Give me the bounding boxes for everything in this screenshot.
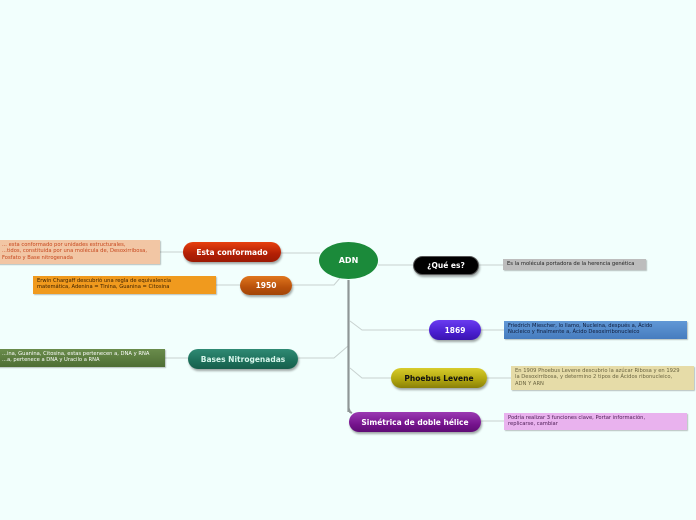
note-line: ... esta conformado por unidades estruct…: [2, 242, 126, 248]
note-phoebus-levene[interactable]: En 1909 Phoebus Levene descubrio la azúc…: [511, 366, 694, 390]
branch-que-es[interactable]: ¿Qué es?: [413, 256, 479, 275]
note-simetrica-doble-helice[interactable]: Podría realizar 3 funciones clave, Porta…: [504, 413, 687, 430]
branch-label: Phoebus Levene: [404, 373, 474, 383]
branch-1869[interactable]: 1869: [429, 320, 481, 340]
branch-esta-conformado[interactable]: Esta conformado: [183, 242, 281, 262]
note-bases-nitrogenadas[interactable]: ...ina, Guanina, Citosina, estas pertene…: [0, 349, 165, 367]
note-line: Es la molécula portadora de la herencia …: [507, 261, 635, 267]
note-line: matemática, Adenina = Tinina, Guanina = …: [37, 284, 170, 291]
branch-label: Bases Nitrogenadas: [200, 354, 286, 364]
note-line: ...a, pertenece a DNA y Uracilo a RNA: [2, 357, 100, 364]
branch-label: 1950: [255, 281, 277, 290]
branch-label: Simétrica de doble hélice: [361, 417, 469, 427]
note-line: Erwin Chargaff descubrió una regla de eq…: [37, 278, 172, 284]
branch-bases-nitrogenadas[interactable]: Bases Nitrogenadas: [188, 349, 298, 369]
note-line: replicarse, cambiar: [508, 421, 558, 428]
branch-label: Esta conformado: [196, 247, 268, 257]
root-node-adn[interactable]: ADN: [319, 242, 378, 279]
note-line: Podría realizar 3 funciones clave, Porta…: [508, 415, 646, 421]
branch-phoebus-levene[interactable]: Phoebus Levene: [391, 368, 487, 388]
note-line: Nucleico y finalmente a, Ácido Desoxirri…: [508, 329, 640, 336]
branch-simetrica-doble-helice[interactable]: Simétrica de doble hélice: [349, 412, 481, 432]
branch-label: ¿Qué es?: [427, 261, 465, 270]
branch-1950[interactable]: 1950: [240, 276, 292, 295]
note-line: Friedrich Miescher, lo llamo, Nucleina, …: [508, 323, 653, 329]
branch-label: 1869: [444, 325, 466, 335]
root-label: ADN: [338, 256, 359, 265]
note-line: la Desoxirribosa, y determino 2 tipos de…: [515, 374, 673, 381]
note-1869[interactable]: Friedrich Miescher, lo llamo, Nucleina, …: [504, 321, 687, 339]
note-line: ...tidos, constituida por una molécula d…: [2, 248, 147, 255]
note-line: ...ina, Guanina, Citosina, estas pertene…: [2, 351, 150, 357]
note-line: En 1909 Phoebus Levene descubrio la azúc…: [515, 368, 680, 374]
note-line: ADN Y ARN: [515, 380, 544, 387]
note-esta-conformado[interactable]: ... esta conformado por unidades estruct…: [0, 240, 160, 264]
note-1950[interactable]: Erwin Chargaff descubrió una regla de eq…: [33, 276, 216, 294]
note-que-es[interactable]: Es la molécula portadora de la herencia …: [503, 259, 646, 270]
note-line: Fosfato y Base nitrogenada: [2, 254, 73, 261]
